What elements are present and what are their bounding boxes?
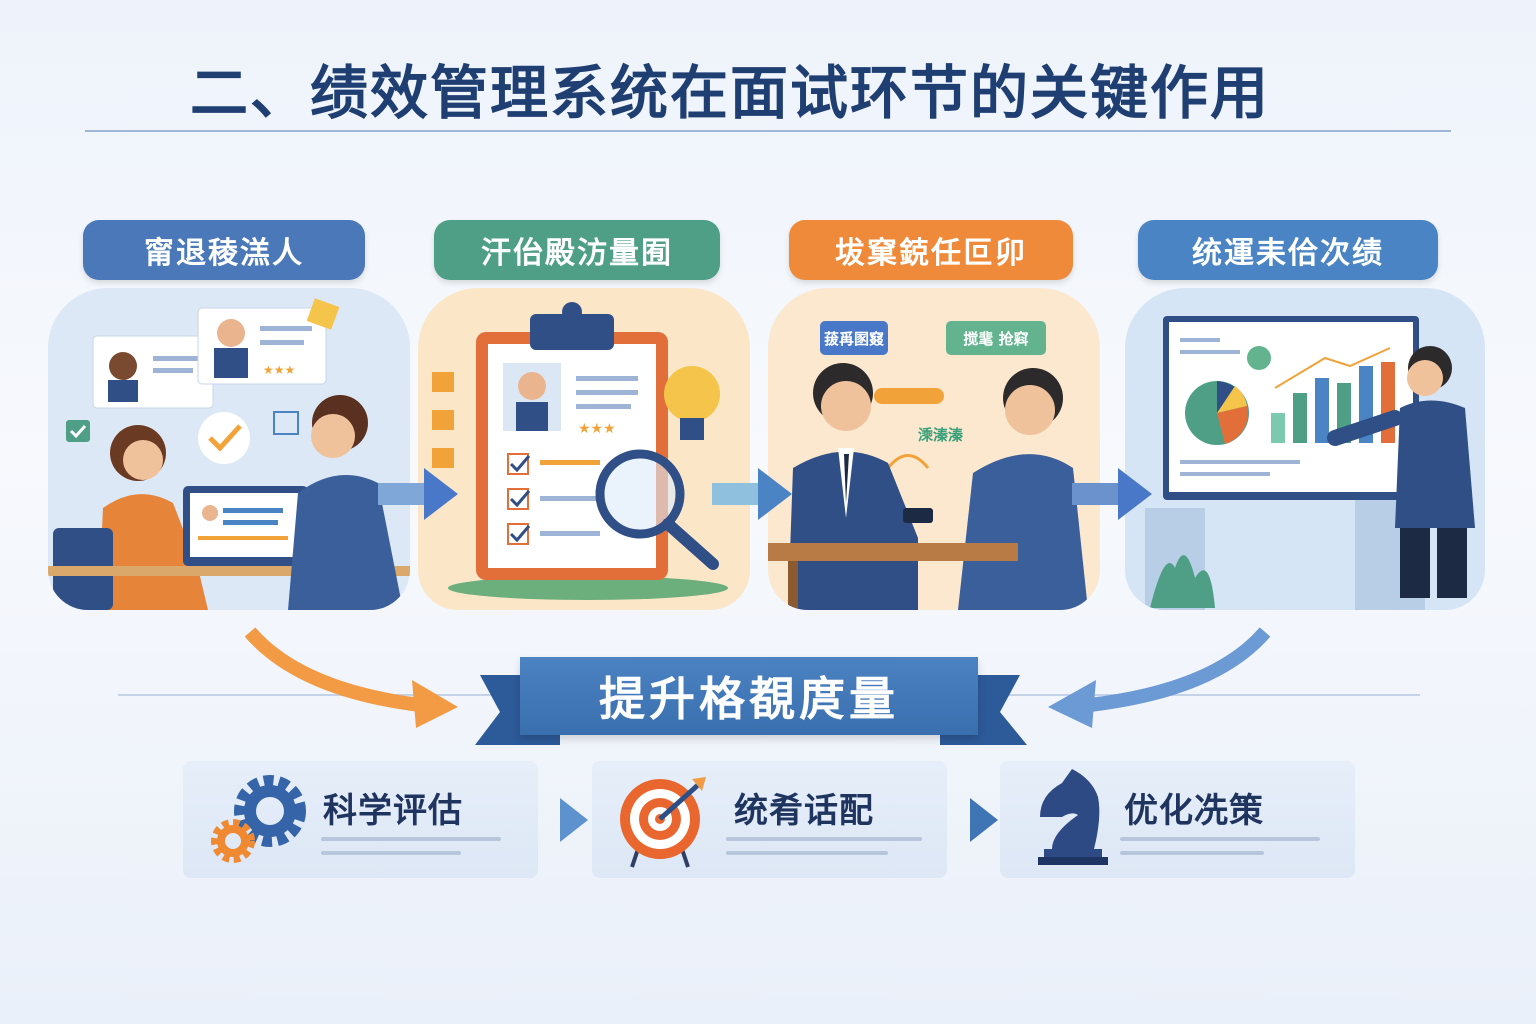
benefit-box-2: 统肴话配 [592, 761, 947, 878]
interview-tag-1: 菝爯圂窡 [820, 321, 888, 355]
svg-text:★★★: ★★★ [578, 421, 616, 437]
step-2-header: 汗佁殿汸量囿 [434, 220, 720, 280]
step-1-header: 甯退稜溔人 [83, 220, 365, 280]
svg-text:★★★: ★★★ [263, 363, 295, 377]
banner: 提升格覩庹量 [520, 657, 978, 735]
benefit-label: 统肴话配 [734, 791, 874, 831]
gears-icon [211, 775, 306, 863]
step-1-illustration: ★★★ [48, 288, 410, 610]
step-4-header: 统運耒佮次绩 [1138, 220, 1438, 280]
benefit-label: 优化冼策 [1124, 791, 1264, 831]
benefit-box-3: 优化冼策 [1000, 761, 1355, 878]
interview-tag-2: 搅靟 抢窲 [946, 321, 1046, 355]
banner-label: 提升格覩庹量 [599, 672, 899, 726]
title-divider [85, 130, 1451, 132]
curved-arrow-right [1048, 627, 1271, 728]
interview-note: 溗溱溱 [918, 426, 964, 444]
curved-arrow-left [244, 627, 458, 728]
benefit-box-1: 科学评估 [183, 761, 538, 878]
page-title: 二、绩效管理系统在面试环节的关键作用 [190, 59, 1271, 127]
step-2-illustration: ★★★ [418, 288, 750, 610]
chevron-right-icon [970, 798, 998, 842]
step-3-illustration [768, 288, 1100, 610]
chevron-right-icon [560, 798, 588, 842]
target-icon [620, 777, 706, 868]
chess-knight-icon [1038, 769, 1108, 865]
benefit-label: 科学评估 [323, 791, 463, 831]
step-3-header: 坺窠鋴任叵卯 [789, 220, 1073, 280]
step-4-illustration [1125, 288, 1485, 610]
